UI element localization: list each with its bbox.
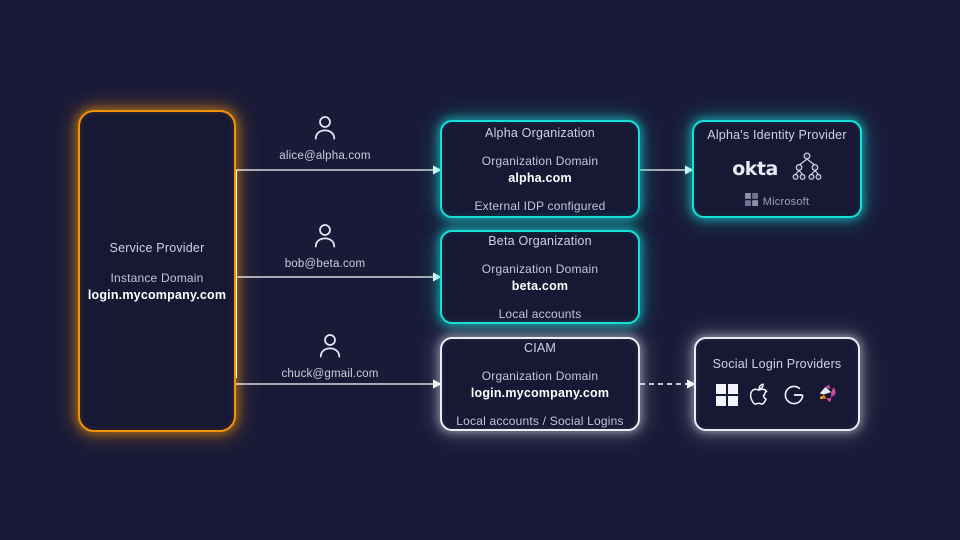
service-provider-domain-label: Instance Domain <box>110 270 204 285</box>
user-chuck-email: chuck@gmail.com <box>281 368 379 380</box>
connector-sp-to-ciam <box>236 378 442 390</box>
beta-org-domain-value: beta.com <box>511 278 569 293</box>
service-provider-title: Service Provider <box>109 240 205 255</box>
alpha-org-footer: External IDP configured <box>474 198 606 213</box>
microsoft-grid-icon[interactable] <box>715 383 738 411</box>
social-login-providers-node[interactable]: Social Login Providers <box>694 337 860 431</box>
user-chuck: chuck@gmail.com <box>255 331 405 380</box>
okta-logo: okta <box>732 158 778 180</box>
alpha-org-domain-label: Organization Domain <box>481 153 599 168</box>
ldap-tree-icon <box>792 151 822 187</box>
user-alice: alice@alpha.com <box>250 113 400 162</box>
service-provider-domain-value: login.mycompany.com <box>87 287 227 302</box>
user-alice-email: alice@alpha.com <box>279 150 371 162</box>
social-idp-title: Social Login Providers <box>712 357 842 371</box>
google-icon[interactable] <box>783 384 805 411</box>
microsoft-grid-icon <box>744 192 758 211</box>
beta-org-domain-label: Organization Domain <box>481 261 599 276</box>
ciam-org-domain-value: login.mycompany.com <box>470 385 610 400</box>
user-bob: bob@beta.com <box>250 221 400 270</box>
beta-org-title: Beta Organization <box>488 233 592 248</box>
apple-icon[interactable] <box>749 383 771 411</box>
connector-alpha-to-idp <box>640 164 694 176</box>
alpha-org-title: Alpha Organization <box>485 125 595 140</box>
beta-org-footer: Local accounts <box>498 306 582 321</box>
ciam-org-domain-label: Organization Domain <box>481 368 599 383</box>
beta-organization-node[interactable]: Beta Organization Organization Domain be… <box>440 230 640 324</box>
person-icon <box>315 331 345 366</box>
service-provider-node[interactable]: Service Provider Instance Domain login.m… <box>78 110 236 432</box>
user-bob-email: bob@beta.com <box>284 258 366 270</box>
alpha-idp-title: Alpha's Identity Provider <box>707 127 847 142</box>
ciam-organization-node[interactable]: CIAM Organization Domain login.mycompany… <box>440 337 640 431</box>
connector-sp-to-beta <box>236 271 442 283</box>
slack-icon[interactable] <box>817 383 839 411</box>
alpha-org-domain-value: alpha.com <box>508 170 572 185</box>
service-provider-spine <box>236 170 237 378</box>
alpha-organization-node[interactable]: Alpha Organization Organization Domain a… <box>440 120 640 218</box>
connector-ciam-to-social <box>640 378 696 390</box>
person-icon <box>310 113 340 148</box>
microsoft-label: Microsoft <box>762 195 810 208</box>
ciam-org-footer: Local accounts / Social Logins <box>456 413 624 428</box>
alpha-identity-provider-node[interactable]: Alpha's Identity Provider okta <box>692 120 862 218</box>
ciam-org-title: CIAM <box>523 340 557 355</box>
connector-sp-to-alpha <box>236 164 442 176</box>
person-icon <box>310 221 340 256</box>
